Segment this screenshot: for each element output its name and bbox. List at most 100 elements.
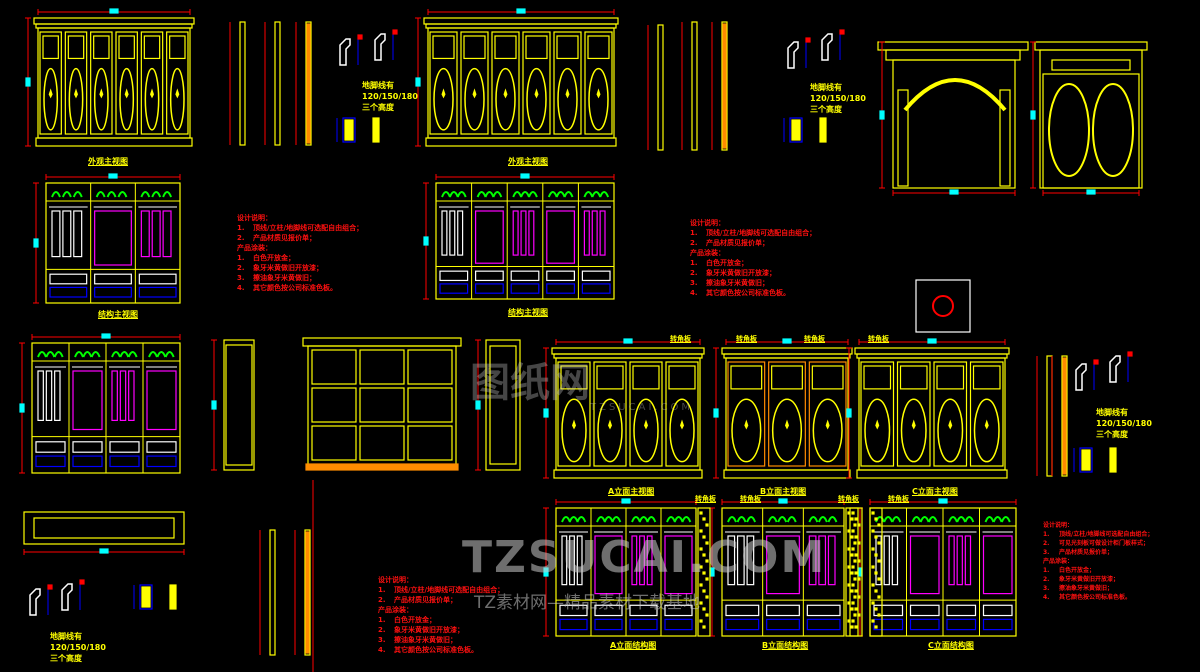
folded-garment-icon — [119, 351, 130, 358]
hanging-coat-icon — [94, 210, 132, 266]
door-carving-ornament — [572, 419, 576, 430]
folded-garment-icon — [151, 191, 162, 198]
arch-frame — [892, 59, 1016, 189]
door-arched-panel — [433, 67, 454, 131]
hatch-dot — [853, 523, 857, 527]
door-carving-ornament — [680, 419, 684, 430]
b-elevation-structure — [709, 498, 845, 637]
drawer — [559, 604, 588, 617]
caption-c-structure: C立面结构图 — [928, 641, 974, 650]
arch-column — [897, 89, 909, 187]
door-arched-panel — [557, 67, 578, 131]
cabinet-door — [460, 31, 489, 135]
hatch-dot — [857, 595, 861, 599]
drawer — [982, 604, 1013, 617]
notes-item: 产品材质见报价单； — [1059, 549, 1114, 556]
baseboard — [425, 137, 617, 147]
side-pilaster — [264, 21, 281, 146]
folded-garment-icon — [127, 351, 138, 358]
crown-molding — [856, 353, 1008, 359]
door-top-panel — [560, 365, 588, 390]
hatch-dot — [871, 565, 875, 569]
door-glass-ornament — [1092, 83, 1134, 177]
baseboard-info: 地脚线有 120/150/180 三个高度 — [50, 631, 106, 664]
folded-garment-icon — [37, 351, 47, 358]
a-elevation-structure — [543, 498, 697, 637]
hanging-garment-icon — [639, 535, 645, 586]
notes-item: 顶线/立柱/地脚线可选配自由组合； — [1059, 531, 1154, 538]
shoe-tray — [594, 618, 623, 631]
cabinet-door — [491, 31, 520, 135]
a-elevation-front — [543, 338, 705, 479]
dimension-value-mark — [108, 173, 118, 179]
side-pilaster — [229, 21, 246, 146]
drawer — [109, 441, 140, 453]
folded-garment-icon — [948, 516, 958, 523]
crown-molding — [33, 17, 195, 25]
drawer — [725, 604, 760, 617]
hanging-garment-icon — [583, 210, 590, 256]
corner-panel-label: 转角板 — [868, 335, 889, 343]
molding-profile-icon — [61, 583, 73, 611]
caption-b-structure: B立面结构图 — [762, 641, 809, 650]
cabinet-door — [39, 31, 62, 135]
folded-garment-icon — [555, 191, 566, 198]
molding-profile-icon — [374, 33, 386, 61]
corner-panel-section — [869, 507, 883, 637]
hatch-dot — [850, 553, 854, 557]
arch-column — [999, 89, 1011, 187]
corner-panel-hatch — [697, 507, 711, 637]
door-carving-ornament — [534, 88, 539, 99]
hanging-coat-icon — [546, 210, 575, 264]
pilaster-strip — [691, 21, 698, 151]
hanging-garment-icon — [111, 370, 118, 422]
hanging-garment-icon — [162, 210, 172, 258]
cabinet-door — [665, 361, 699, 467]
carved-ornament-icon — [791, 119, 801, 141]
corner-panel-hatch — [849, 507, 863, 637]
carved-ornament-icon — [344, 119, 354, 141]
hatch-dot — [857, 577, 861, 581]
folded-garment-icon — [727, 516, 737, 523]
hanging-garment-icon — [441, 210, 448, 256]
shoe-tray — [806, 618, 841, 631]
drawer — [138, 273, 177, 285]
hanging-garment-icon — [875, 535, 882, 586]
hatch-dot — [705, 541, 709, 545]
finish-item: 白色开放金； — [1059, 567, 1096, 574]
cabinet-door — [522, 31, 551, 135]
hanging-coat-icon — [664, 535, 693, 595]
hatch-dot — [699, 619, 703, 623]
transom-panel — [1051, 59, 1131, 71]
finish-title: 产品涂装： — [690, 249, 725, 257]
dimension-value-mark — [543, 567, 549, 577]
hanging-garment-icon — [948, 535, 955, 586]
hanging-garment-icon — [576, 535, 583, 586]
hanging-garment-icon — [457, 210, 464, 256]
door-arched-panel — [864, 398, 891, 463]
drawer — [873, 604, 904, 617]
finish-title: 产品涂装： — [1043, 558, 1074, 565]
notes-title: 设计说明： — [237, 214, 272, 222]
finish-item: 擦油象牙米黄做旧； — [394, 636, 457, 644]
drawer — [49, 273, 88, 285]
side-pilaster — [1036, 355, 1053, 477]
hatch-dot — [853, 595, 857, 599]
design-notes: 设计说明： 1.顶线/立柱/地脚线可选配自由组合； 2.产品材质见报价单； 产品… — [237, 214, 364, 292]
notes-item: 产品材质见报价单； — [706, 239, 769, 247]
shoe-tray — [873, 618, 904, 631]
folded-garment-icon — [117, 191, 128, 198]
hatch-dot — [854, 553, 858, 557]
wardrobe-exterior-elevation-1 — [25, 8, 195, 147]
door-arched-panel — [495, 67, 516, 131]
hatch-dot — [851, 529, 855, 533]
hatch-dot — [871, 619, 875, 623]
door-arched-panel — [526, 67, 547, 131]
folded-garment-icon — [95, 191, 106, 198]
hanging-garment-icon — [808, 535, 817, 586]
drawer — [766, 604, 800, 617]
pilaster-inner — [306, 23, 311, 144]
caption-b-elevation: B立面主视图 — [760, 487, 807, 496]
